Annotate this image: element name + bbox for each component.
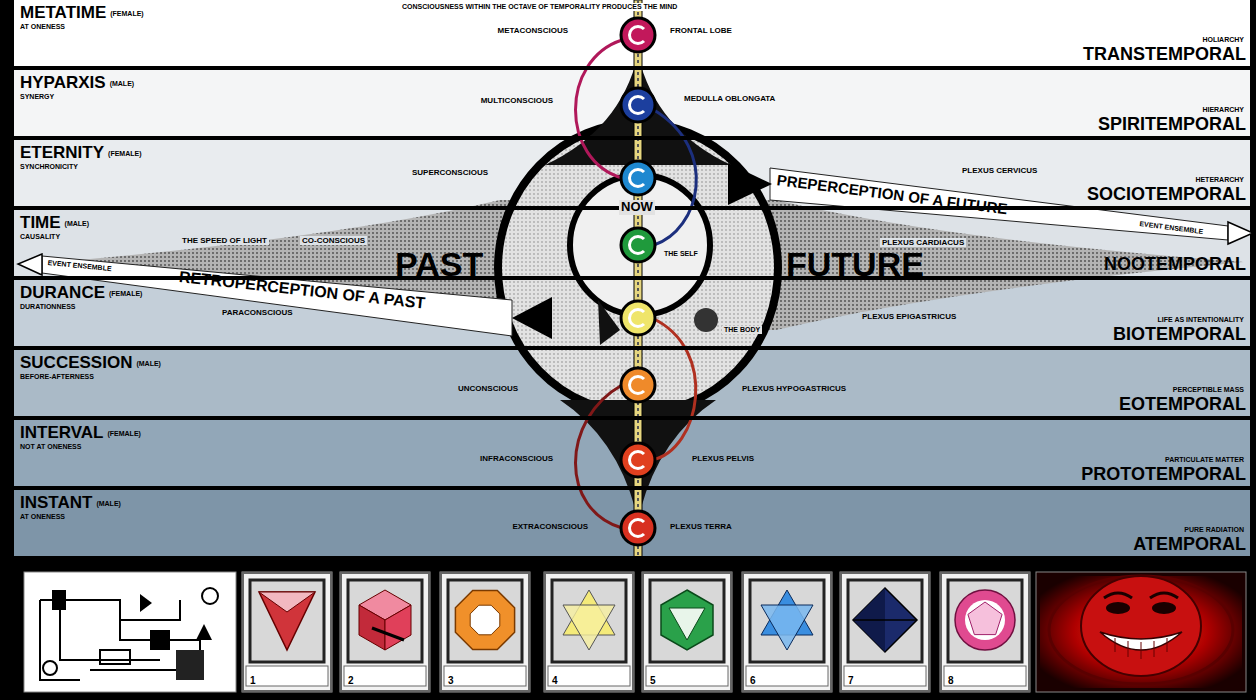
panel-number: 6	[750, 675, 756, 687]
body-plexus: PLEXUS TERRA	[668, 522, 734, 531]
level-quality: SYNCHRONICITY	[20, 163, 78, 171]
level-name: INTERVAL	[20, 423, 103, 443]
consciousness-level: INFRACONSCIOUS	[478, 454, 555, 463]
panel-number: 3	[448, 675, 454, 687]
consciousness-level: CO-CONSCIOUS	[300, 236, 367, 245]
temporal-level: PROTOTEMPORAL	[1081, 465, 1246, 485]
body-plexus: PLEXUS HYPOGASTRICUS	[740, 384, 848, 393]
body-plexus: MEDULLA OBLONGATA	[682, 94, 777, 103]
polyhedron-panel: 5	[642, 572, 732, 692]
level-quality: BEFORE-AFTERNESS	[20, 373, 94, 381]
level-quality: DURATIONNESS	[20, 303, 75, 311]
event-label: EVENT ENSEMBLE	[1139, 220, 1204, 236]
order-type: HETERARCHY	[1195, 176, 1244, 184]
polyhedron-panel: 1	[242, 572, 332, 692]
arrow-label: RETROPERCEPTION OF A PAST	[178, 268, 426, 313]
panel-number: 8	[948, 675, 954, 687]
now-label: NOW	[619, 200, 655, 215]
gender-tag: (MALE)	[110, 80, 135, 88]
gender-tag: (MALE)	[96, 500, 121, 508]
consciousness-level: EXTRACONSCIOUS	[510, 522, 590, 531]
level-name: METATIME	[20, 3, 106, 23]
consciousness-level: METACONSCIOUS	[495, 26, 570, 35]
level-quality: NOT AT ONENESS	[20, 443, 81, 451]
level-name: DURANCE	[20, 283, 105, 303]
body-plexus: FRONTAL LOBE	[668, 26, 734, 35]
gender-tag: (MALE)	[136, 360, 161, 368]
arrow-label: PREPERCEPTION OF A FUTURE	[776, 171, 1009, 218]
temporal-level: ATEMPORAL	[1133, 535, 1246, 555]
panel-number: 1	[250, 675, 256, 687]
body-label: THE BODY	[722, 326, 762, 334]
polyhedron-panel: 8	[940, 572, 1030, 692]
temporal-band: DURANCE (FEMALE) DURATIONNESS PARACONSCIOUS…	[14, 280, 1250, 350]
consciousness-level: MULTICONSCIOUS	[479, 96, 555, 105]
temporal-level: TRANSTEMPORAL	[1083, 45, 1246, 65]
panel-number: 4	[552, 675, 558, 687]
future-label: FUTURE	[786, 245, 924, 284]
level-name: HYPARXIS	[20, 73, 106, 93]
panel-number: 7	[848, 675, 854, 687]
gender-tag: (MALE)	[65, 220, 90, 228]
polyhedron-panel: 6	[742, 572, 832, 692]
level-quality: AT ONENESS	[20, 23, 65, 31]
level-name: ETERNITY	[20, 143, 104, 163]
level-name: TIME	[20, 213, 61, 233]
temporal-band: HYPARXIS (MALE) SYNERGY MULTICONSCIOUS MEDUL…	[14, 70, 1250, 140]
consciousness-level: SUPERCONSCIOUS	[410, 168, 490, 177]
gender-tag: (FEMALE)	[109, 290, 142, 298]
gender-tag: (FEMALE)	[110, 10, 143, 18]
level-quality: AT ONENESS	[20, 513, 65, 521]
level-quality: SYNERGY	[20, 93, 54, 101]
order-type: HOLIARCHY	[1202, 36, 1244, 44]
gender-tag: (FEMALE)	[107, 430, 140, 438]
temporal-level: NOOTEMPORAL	[1104, 255, 1246, 275]
level-note: THE SPEED OF LIGHT	[180, 236, 269, 245]
self-label: THE SELF	[662, 250, 700, 258]
panel-number: 5	[650, 675, 656, 687]
gender-tag: (FEMALE)	[108, 150, 141, 158]
body-plexus: PLEXUS EPIGASTRICUS	[860, 312, 958, 321]
consciousness-level: PARACONSCIOUS	[220, 308, 295, 317]
temporal-level: EOTEMPORAL	[1119, 395, 1246, 415]
temporal-level: SPIRITEMPORAL	[1098, 115, 1246, 135]
body-plexus: PLEXUS PELVIS	[690, 454, 756, 463]
past-label: PAST	[395, 245, 483, 284]
body-plexus: PLEXUS CERVICUS	[960, 166, 1039, 175]
temporal-level: BIOTEMPORAL	[1113, 325, 1246, 345]
polyhedron-panel: 2	[340, 572, 430, 692]
temporal-band: INTERVAL (FEMALE) NOT AT ONENESS INFRACONSC…	[14, 420, 1250, 490]
temporal-band: SUCCESSION (MALE) BEFORE-AFTERNESS UNCONSCI…	[14, 350, 1250, 420]
temporal-level: SOCIOTEMPORAL	[1087, 185, 1246, 205]
order-type: PURE RADIATION	[1184, 526, 1244, 534]
order-type: PERCEPTIBLE MASS	[1173, 386, 1244, 394]
level-quality: CAUSALITY	[20, 233, 60, 241]
consciousness-level: UNCONSCIOUS	[456, 384, 520, 393]
panel-number: 2	[348, 675, 354, 687]
order-type: HIERARCHY	[1202, 106, 1244, 114]
temporal-band: INSTANT (MALE) AT ONENESS EXTRACONSCIOUS PLE…	[14, 490, 1250, 560]
polyhedron-panel: 4	[544, 572, 634, 692]
polyhedron-panel: 3	[440, 572, 530, 692]
level-name: SUCCESSION	[20, 353, 132, 373]
polyhedron-panel: 7	[840, 572, 930, 692]
order-type: PARTICULATE MATTER	[1165, 456, 1244, 464]
event-label: EVENT ENSEMBLE	[47, 259, 112, 273]
level-name: INSTANT	[20, 493, 92, 513]
order-type: LIFE AS INTENTIONALITY	[1158, 316, 1244, 324]
diagram-title: CONSCIOUSNESS WITHIN THE OCTAVE OF TEMPO…	[400, 3, 679, 11]
